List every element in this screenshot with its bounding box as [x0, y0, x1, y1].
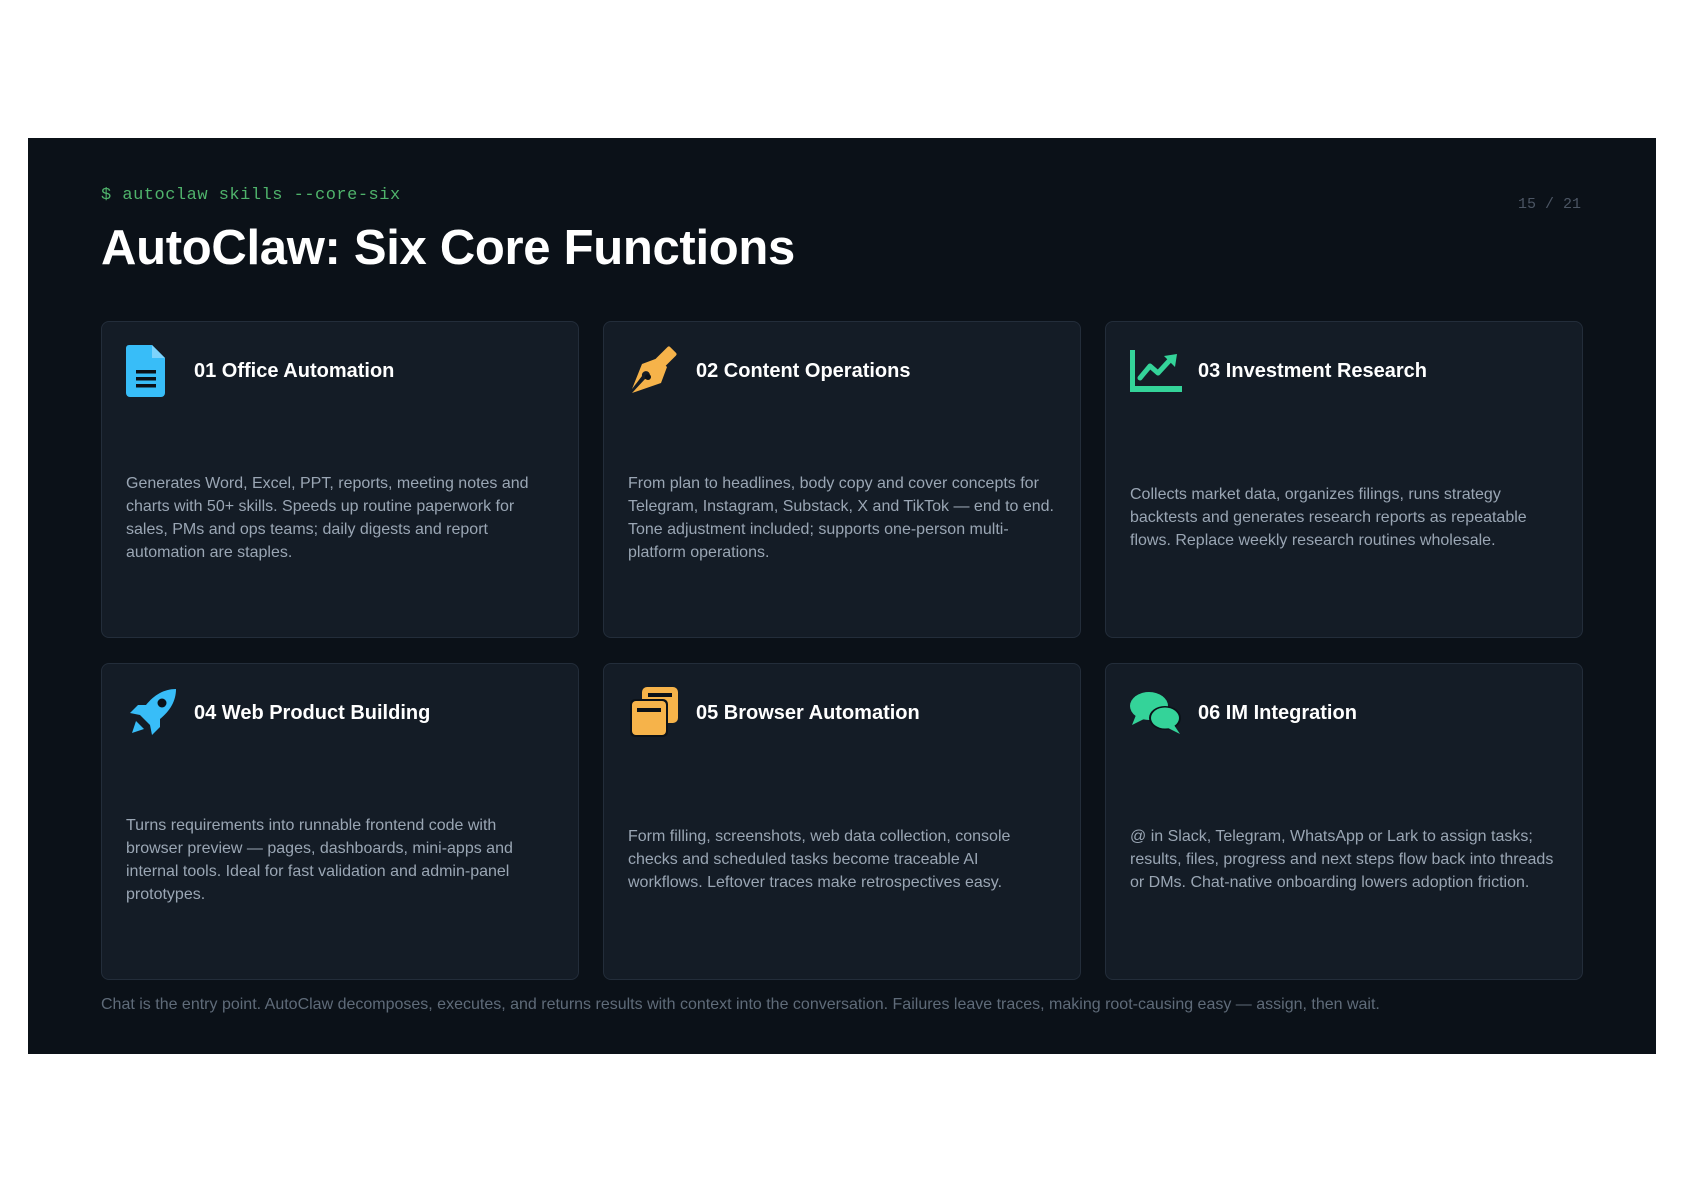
- card-body: @ in Slack, Telegram, WhatsApp or Lark t…: [1130, 664, 1558, 979]
- card-title: 01 Office Automation: [194, 359, 395, 382]
- card-header: 03 Investment Research: [1130, 344, 1427, 398]
- card-title: 06 IM Integration: [1198, 701, 1357, 724]
- card-description: Form filling, screenshots, web data coll…: [628, 828, 1011, 891]
- card-title: 05 Browser Automation: [696, 701, 920, 724]
- card-browser-automation: 05 Browser Automation Form filling, scre…: [603, 663, 1081, 980]
- footer-note: Chat is the entry point. AutoClaw decomp…: [101, 996, 1380, 1013]
- card-investment-research: 03 Investment Research Collects market d…: [1105, 321, 1583, 638]
- functions-grid: 01 Office Automation Generates Word, Exc…: [101, 321, 1583, 980]
- card-body: Collects market data, organizes filings,…: [1130, 322, 1558, 637]
- slide: $ autoclaw skills --core-six 15 / 21 Aut…: [28, 138, 1656, 1054]
- card-body: Generates Word, Excel, PPT, reports, mee…: [126, 322, 554, 637]
- card-body: From plan to headlines, body copy and co…: [628, 322, 1056, 637]
- card-title: 02 Content Operations: [696, 359, 911, 382]
- page-title: AutoClaw: Six Core Functions: [101, 221, 795, 275]
- card-web-product-building: 04 Web Product Building Turns requiremen…: [101, 663, 579, 980]
- document-icon: [126, 344, 180, 398]
- card-description: Collects market data, organizes filings,…: [1130, 486, 1527, 549]
- card-header: 05 Browser Automation: [628, 686, 920, 740]
- card-im-integration: 06 IM Integration @ in Slack, Telegram, …: [1105, 663, 1583, 980]
- pen-nib-icon: [628, 344, 682, 398]
- card-title: 04 Web Product Building: [194, 701, 431, 724]
- rocket-icon: [126, 686, 180, 740]
- card-body: Turns requirements into runnable fronten…: [126, 664, 554, 979]
- card-description: Turns requirements into runnable fronten…: [126, 816, 513, 903]
- card-description: From plan to headlines, body copy and co…: [628, 474, 1054, 561]
- command-prompt: $ autoclaw skills --core-six: [101, 186, 401, 205]
- card-office-automation: 01 Office Automation Generates Word, Exc…: [101, 321, 579, 638]
- card-description: Generates Word, Excel, PPT, reports, mee…: [126, 474, 529, 561]
- windows-stack-icon: [628, 686, 682, 740]
- chat-bubbles-icon: [1130, 686, 1184, 740]
- card-header: 01 Office Automation: [126, 344, 394, 398]
- page-indicator: 15 / 21: [1517, 196, 1581, 213]
- card-description: @ in Slack, Telegram, WhatsApp or Lark t…: [1130, 828, 1554, 891]
- card-header: 02 Content Operations: [628, 344, 910, 398]
- chart-line-icon: [1130, 344, 1184, 398]
- card-content-operations: 02 Content Operations From plan to headl…: [603, 321, 1081, 638]
- card-header: 06 IM Integration: [1130, 686, 1357, 740]
- card-body: Form filling, screenshots, web data coll…: [628, 664, 1056, 979]
- card-header: 04 Web Product Building: [126, 686, 430, 740]
- card-title: 03 Investment Research: [1198, 359, 1428, 382]
